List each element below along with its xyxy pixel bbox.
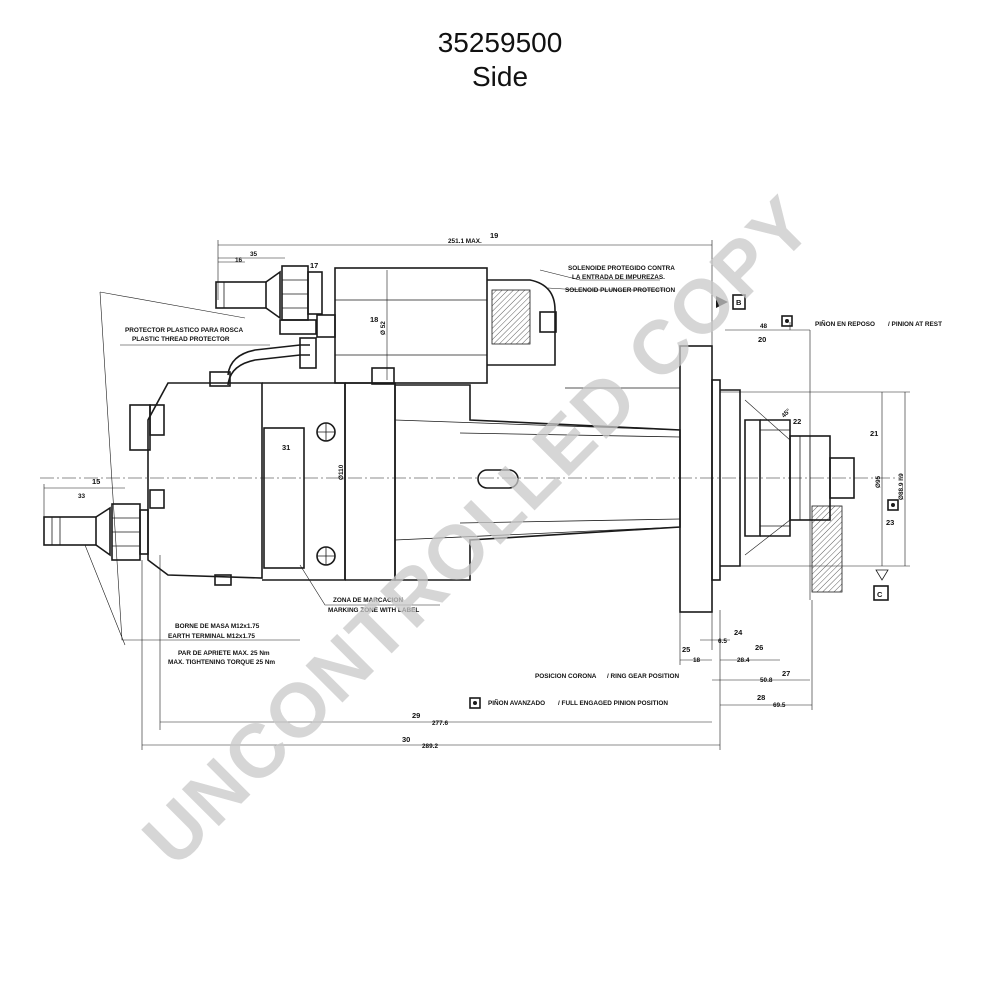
- marking-zone: [263, 427, 305, 569]
- engaged-marker: [469, 697, 481, 709]
- dimension-lines: [43, 240, 910, 750]
- protector-label-es: PROTECTOR PLASTICO PARA ROSCA: [125, 327, 243, 334]
- dim-35: 35: [250, 251, 258, 258]
- callout-25: 25: [682, 645, 690, 654]
- dim-48: 48: [760, 323, 768, 330]
- battery-terminal: [215, 265, 323, 321]
- notes: PROTECTOR PLASTICO PARA ROSCA PLASTIC TH…: [125, 265, 942, 707]
- dim-16: 16: [235, 257, 243, 264]
- callout-17: 17: [310, 261, 318, 270]
- callout-27: 27: [782, 669, 790, 678]
- plunger-protection: [491, 289, 531, 345]
- dim-88: Ø88.9 h9: [898, 473, 905, 500]
- datum-c: C: [873, 569, 889, 601]
- datum-c-label: C: [877, 590, 883, 599]
- callouts: 15 17 18 19 20 21 22 23 24 25 26 27 28 2…: [92, 231, 894, 744]
- earth-label-es: BORNE DE MASA M12x1.75: [175, 623, 260, 630]
- dim-289: 289.2: [422, 743, 438, 750]
- engaged-label-en: / FULL ENGAGED PINION POSITION: [558, 700, 668, 707]
- dim-28-4: 28.4: [737, 657, 750, 664]
- callout-20: 20: [758, 335, 766, 344]
- pinion-rest-marker: [781, 315, 793, 327]
- earth-terminal: [43, 503, 149, 561]
- pinion-rest-label-es: PIÑON EN REPOSO: [815, 319, 875, 328]
- callout-24: 24: [734, 628, 743, 637]
- solenoid-label-es-1: SOLENOIDE PROTEGIDO CONTRA: [568, 265, 675, 272]
- marking-label-en: MARKING ZONE WITH LABEL: [328, 607, 419, 614]
- torque-label-en: MAX. TIGHTENING TORQUE 25 Nm: [168, 659, 275, 666]
- dim-95: Ø95: [875, 475, 882, 488]
- callout-26: 26: [755, 643, 763, 652]
- callout-21: 21: [870, 429, 878, 438]
- ring-gear-label-en: / RING GEAR POSITION: [607, 673, 679, 680]
- dim-50-8: 50.8: [760, 677, 773, 684]
- pinion-marker: [887, 499, 899, 511]
- solenoid: [209, 267, 557, 387]
- solenoid-label-es-2: LA ENTRADA DE IMPUREZAS.: [572, 274, 665, 281]
- dim-18: 18: [693, 657, 701, 664]
- callout-23: 23: [886, 518, 894, 527]
- earth-label-en: EARTH TERMINAL M12x1.75: [168, 633, 255, 640]
- drawing-title: 35259500 Side: [0, 26, 1000, 94]
- callout-29: 29: [412, 711, 420, 720]
- callout-30: 30: [402, 735, 410, 744]
- part-number: 35259500: [437, 27, 563, 58]
- callout-18: 18: [370, 315, 378, 324]
- ring-gear-section: [811, 505, 843, 593]
- dim-6-5: 6.5: [718, 638, 727, 645]
- solenoid-label-en: SOLENOID PLUNGER PROTECTION: [565, 287, 675, 294]
- engaged-label-es: PIÑON AVANZADO: [488, 698, 545, 707]
- dim-52: Ø 52: [380, 321, 387, 335]
- dim-69-5: 69.5: [773, 702, 786, 709]
- dim-277: 277.6: [432, 720, 448, 727]
- torque-label-es: PAR DE APRIETE MAX. 25 Nm: [178, 650, 270, 657]
- ring-gear-label-es: POSICION CORONA: [535, 673, 597, 680]
- uncontrolled-copy-watermark: UNCONTROLLED COPY: [127, 180, 829, 882]
- pinion-rest-label-en: / PINION AT REST: [888, 321, 942, 328]
- dim-110: Ø110: [338, 464, 345, 480]
- callout-15: 15: [92, 477, 100, 486]
- drive-housing: [394, 345, 741, 613]
- callout-19: 19: [490, 231, 498, 240]
- dim-33: 33: [78, 493, 86, 500]
- dim-45-deg: 45°: [780, 407, 793, 420]
- dim-251: 251.1 MAX.: [448, 238, 482, 245]
- callout-28: 28: [757, 693, 765, 702]
- mounting-flange: [679, 345, 713, 613]
- marking-label-es: ZONA DE MARCACION: [333, 597, 403, 604]
- datum-b: B: [716, 294, 746, 310]
- callout-22: 22: [793, 417, 801, 426]
- motor-housing: [129, 382, 396, 586]
- datum-b-label: B: [736, 298, 742, 307]
- leader-lines: [84, 269, 791, 646]
- protector-label-en: PLASTIC THREAD PROTECTOR: [132, 336, 230, 343]
- callout-31: 31: [282, 443, 290, 452]
- view-name: Side: [471, 61, 529, 92]
